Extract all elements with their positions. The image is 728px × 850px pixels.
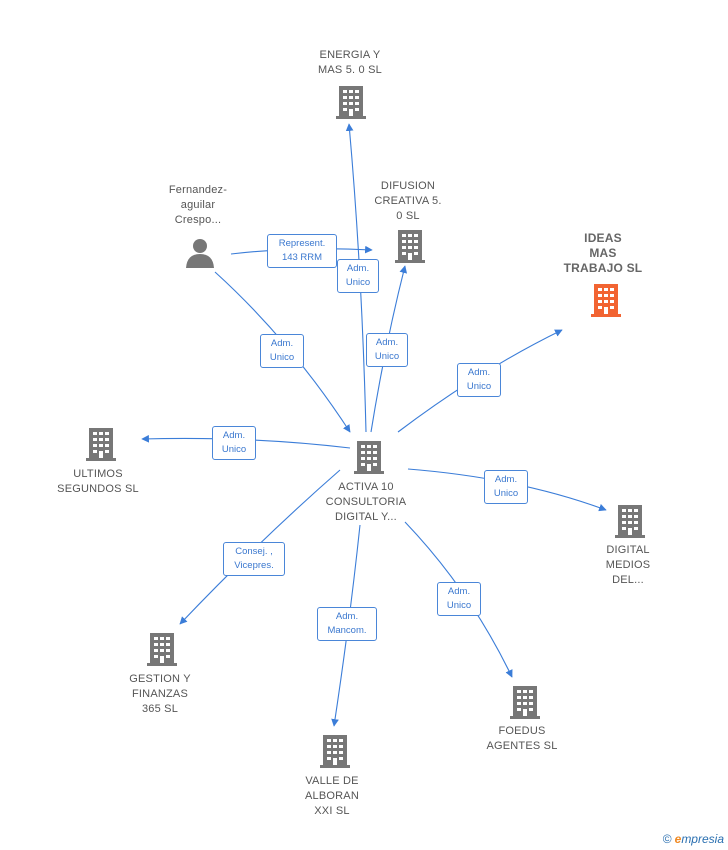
node-label-ideas: IDEAS MAS TRABAJO SL bbox=[563, 231, 643, 275]
edge-label-adm-unico[interactable]: Adm. Unico bbox=[484, 470, 528, 504]
brand-name: mpresia bbox=[681, 832, 724, 846]
building-icon[interactable] bbox=[86, 427, 116, 461]
copyright-icon: © bbox=[662, 832, 672, 846]
building-icon[interactable] bbox=[510, 685, 540, 719]
building-icon[interactable] bbox=[336, 85, 366, 119]
building-icon[interactable] bbox=[615, 504, 645, 538]
edge-label-adm-unico[interactable]: Adm. Unico bbox=[457, 363, 501, 397]
building-icon[interactable] bbox=[320, 734, 350, 768]
node-label-gestion: GESTION Y FINANZAS 365 SL bbox=[129, 673, 191, 715]
edge-label-adm-unico[interactable]: Adm. Unico bbox=[366, 333, 408, 367]
node-label-digital: DIGITAL MEDIOS DEL... bbox=[605, 544, 651, 586]
node-label-valle: VALLE DE ALBORAN XXI SL bbox=[305, 775, 359, 817]
edge-label-adm-mancom[interactable]: Adm. Mancom. bbox=[317, 607, 377, 641]
node-label-energia: ENERGIA Y MAS 5. 0 SL bbox=[318, 49, 382, 76]
node-label-foedus: FOEDUS AGENTES SL bbox=[486, 725, 558, 752]
building-icon[interactable] bbox=[395, 229, 425, 263]
node-label-ultimos: ULTIMOS SEGUNDOS SL bbox=[57, 468, 139, 495]
node-label-fernandez: Fernandez- aguilar Crespo... bbox=[168, 184, 228, 226]
edge-label-adm-unico[interactable]: Adm. Unico bbox=[260, 334, 304, 368]
building-icon[interactable] bbox=[147, 632, 177, 666]
edge-label-adm-unico[interactable]: Adm. Unico bbox=[212, 426, 256, 460]
node-label-activa: ACTIVA 10 CONSULTORIA DIGITAL Y... bbox=[325, 481, 407, 523]
edge-label-adm-unico[interactable]: Adm. Unico bbox=[437, 582, 481, 616]
edge-label-consej-vicepres[interactable]: Consej. , Vicepres. bbox=[223, 542, 285, 576]
watermark-logo: ©empresia bbox=[663, 832, 724, 846]
person-icon[interactable] bbox=[184, 238, 216, 268]
building-icon[interactable] bbox=[354, 440, 384, 474]
edge-label-represent[interactable]: Represent. 143 RRM bbox=[267, 234, 337, 268]
node-label-difusion: DIFUSION CREATIVA 5. 0 SL bbox=[374, 180, 442, 222]
edge-label-adm-unico[interactable]: Adm. Unico bbox=[337, 259, 379, 293]
building-icon-highlighted[interactable] bbox=[591, 283, 621, 317]
brand-initial: e bbox=[674, 832, 682, 846]
